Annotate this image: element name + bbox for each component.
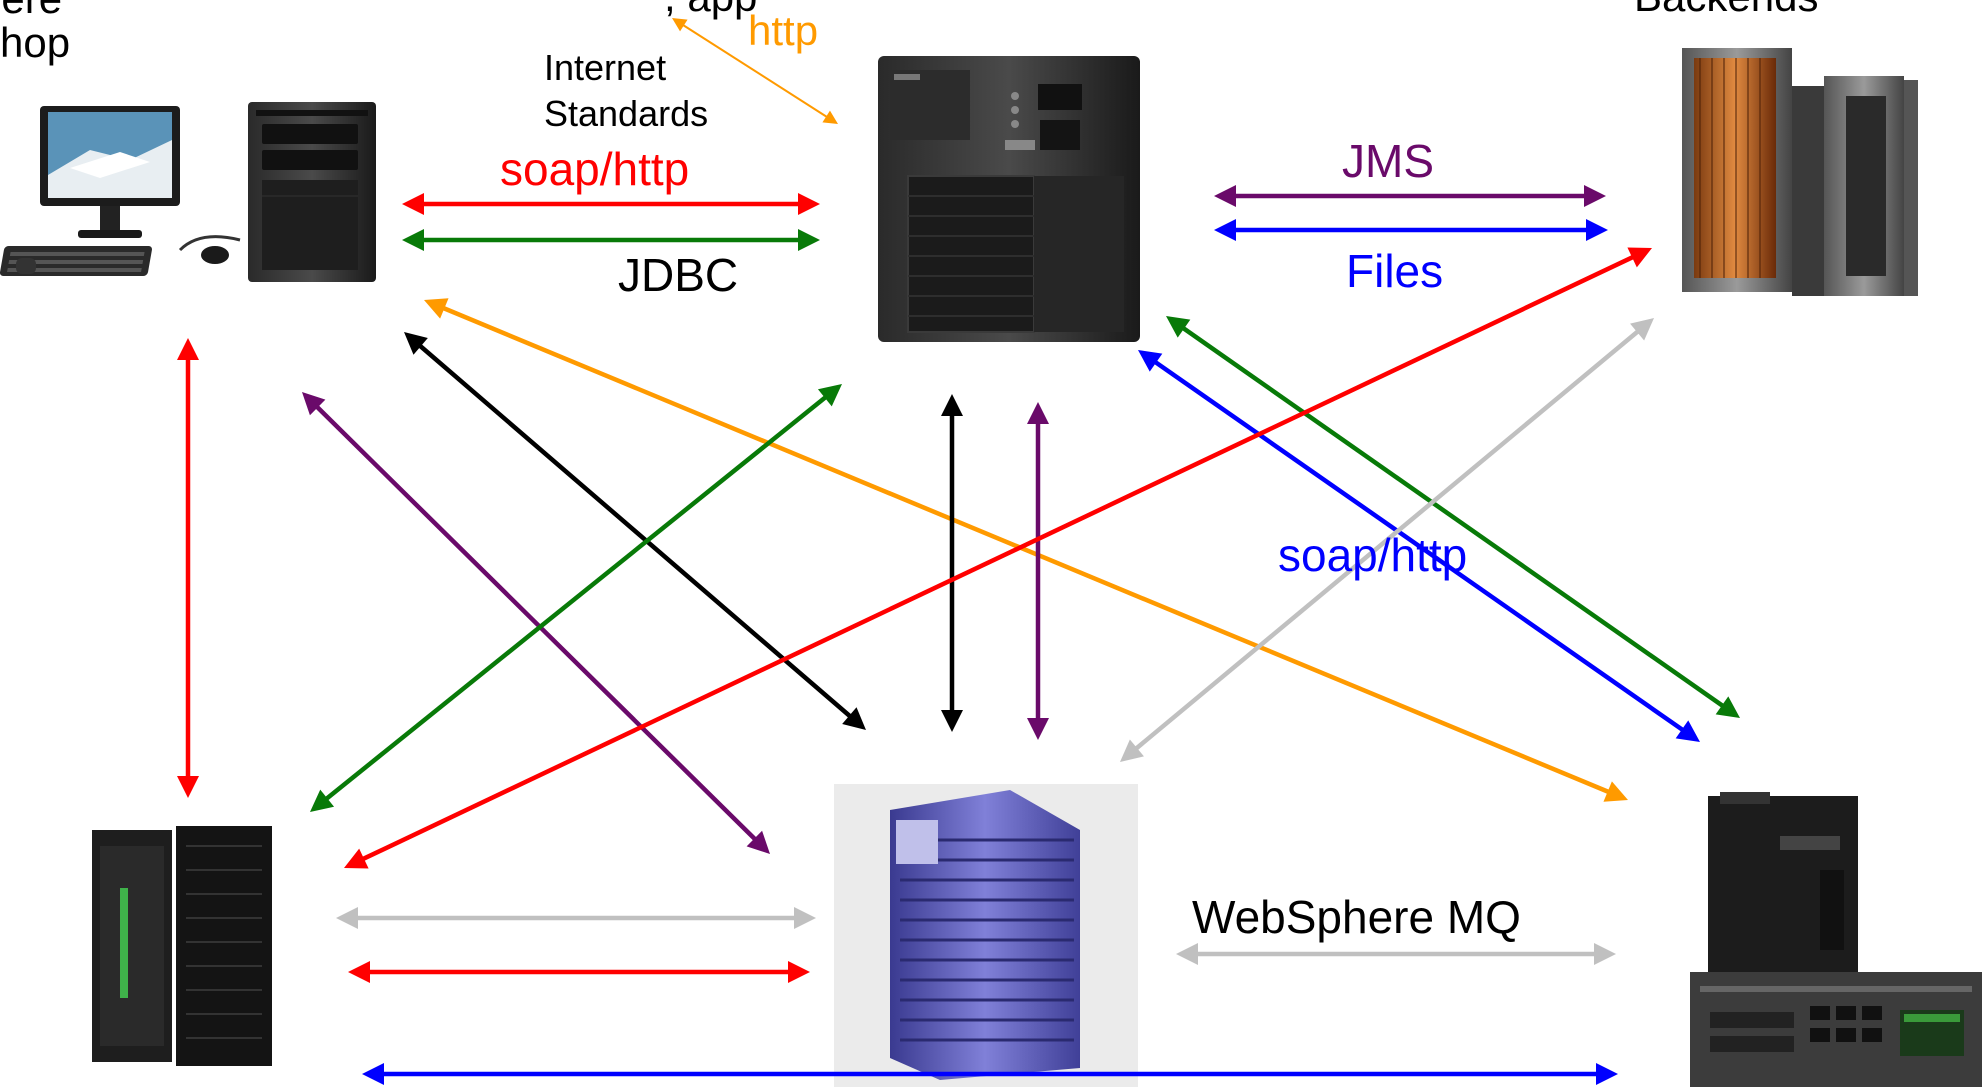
label-jdbc: JDBC — [618, 249, 739, 301]
soap-http-desktop-tower-arrowhead-end — [798, 193, 820, 215]
zseries-to-purple-gray-arrowhead-start — [336, 907, 358, 929]
zseries-to-purple-red-arrowhead-start — [348, 961, 370, 983]
tower-app-server-icon — [878, 56, 1140, 342]
label-top-left-line1: here — [0, 0, 62, 20]
zseries-to-purple-red-arrowhead-end — [788, 961, 810, 983]
label-files: Files — [1346, 245, 1444, 297]
backend-to-zseries-red-arrowhead-start — [1627, 247, 1652, 268]
label-backends: Backends — [1634, 0, 1818, 18]
desktop-to-zseries-arrowhead-start — [177, 338, 199, 360]
files-tower-backend-arrowhead-end — [1586, 219, 1608, 241]
label-top-center-partial: , app — [664, 0, 757, 18]
label-websphere-mq: WebSphere MQ — [1192, 891, 1521, 943]
jdbc-desktop-tower-arrowhead-start — [402, 229, 424, 251]
iseries-server-icon — [1690, 792, 1982, 1087]
label-http: http — [748, 7, 819, 54]
desktop-to-purple-black-arrow — [415, 341, 855, 721]
tower-to-purple-purple-arrowhead-end — [1027, 718, 1049, 740]
tower-to-iseries-green-arrowhead-start — [1166, 316, 1191, 338]
label-standards: Standards — [544, 93, 709, 134]
label-soap-http-right: soap/http — [1278, 529, 1468, 581]
jms-tower-backend-arrowhead-start — [1214, 185, 1236, 207]
desktop-workstation-icon — [0, 102, 376, 282]
desktop-to-iseries-orange-arrow — [439, 304, 1613, 796]
tower-to-iseries-green-arrow — [1179, 324, 1727, 710]
desktop-to-purple-purple-arrowhead-start — [302, 392, 326, 416]
backend-to-zseries-red-arrowhead-end — [344, 848, 369, 869]
label-internet: Internet — [544, 47, 667, 88]
backend-to-zseries-red-arrow — [358, 253, 1638, 863]
backend-to-purple-gray-arrowhead-end — [1120, 739, 1144, 762]
desktop-to-purple-purple-arrow — [312, 402, 760, 844]
tower-to-iseries-blue-arrowhead-start — [1138, 350, 1163, 372]
label-jms: JMS — [1342, 135, 1434, 187]
tower-to-zseries-green-arrow — [322, 393, 830, 803]
label-soap-http-left: soap/http — [500, 143, 690, 195]
tower-to-zseries-green-arrowhead-end — [310, 789, 335, 812]
tower-to-purple-black-arrowhead-start — [941, 394, 963, 416]
soap-http-desktop-tower-arrowhead-start — [402, 193, 424, 215]
desktop-to-zseries-arrowhead-end — [177, 776, 199, 798]
http-internet-arrow-arrowhead-end — [822, 110, 838, 124]
connection-arrows — [177, 18, 1740, 1085]
desktop-to-purple-black-arrowhead-end — [842, 707, 866, 730]
http-internet-arrow-arrow — [680, 23, 830, 119]
zseries-to-iseries-blue-arrowhead-start — [362, 1063, 384, 1085]
tower-to-iseries-blue-arrowhead-end — [1675, 720, 1700, 742]
websphere-mq-purple-iseries-arrowhead-end — [1594, 943, 1616, 965]
tower-to-iseries-green-arrowhead-end — [1715, 696, 1740, 718]
mainframe-backend-icon — [1682, 48, 1918, 296]
desktop-to-purple-purple-arrowhead-end — [746, 830, 770, 854]
files-tower-backend-arrowhead-start — [1214, 219, 1236, 241]
websphere-mq-purple-iseries-arrowhead-start — [1176, 943, 1198, 965]
http-internet-arrow-arrowhead-start — [672, 18, 688, 32]
tower-to-iseries-blue-arrow — [1151, 358, 1687, 734]
desktop-to-iseries-orange-arrowhead-end — [1603, 781, 1628, 802]
backend-to-purple-gray-arrow — [1132, 327, 1642, 753]
desktop-to-purple-black-arrowhead-start — [404, 332, 428, 355]
purple-unix-server-icon — [834, 784, 1138, 1087]
zseries-to-purple-gray-arrowhead-end — [794, 907, 816, 929]
desktop-to-iseries-orange-arrowhead-start — [424, 298, 449, 319]
jdbc-desktop-tower-arrowhead-end — [798, 229, 820, 251]
tower-to-purple-black-arrowhead-end — [941, 710, 963, 732]
jms-tower-backend-arrowhead-end — [1584, 185, 1606, 207]
label-top-left-line2: hop — [0, 19, 71, 66]
tower-to-zseries-green-arrowhead-start — [817, 384, 842, 407]
zseries-to-iseries-blue-arrowhead-end — [1596, 1063, 1618, 1085]
backend-to-purple-gray-arrowhead-start — [1630, 318, 1654, 341]
tower-to-purple-purple-arrowhead-start — [1027, 402, 1049, 424]
zseries-mainframe-icon — [92, 826, 272, 1066]
